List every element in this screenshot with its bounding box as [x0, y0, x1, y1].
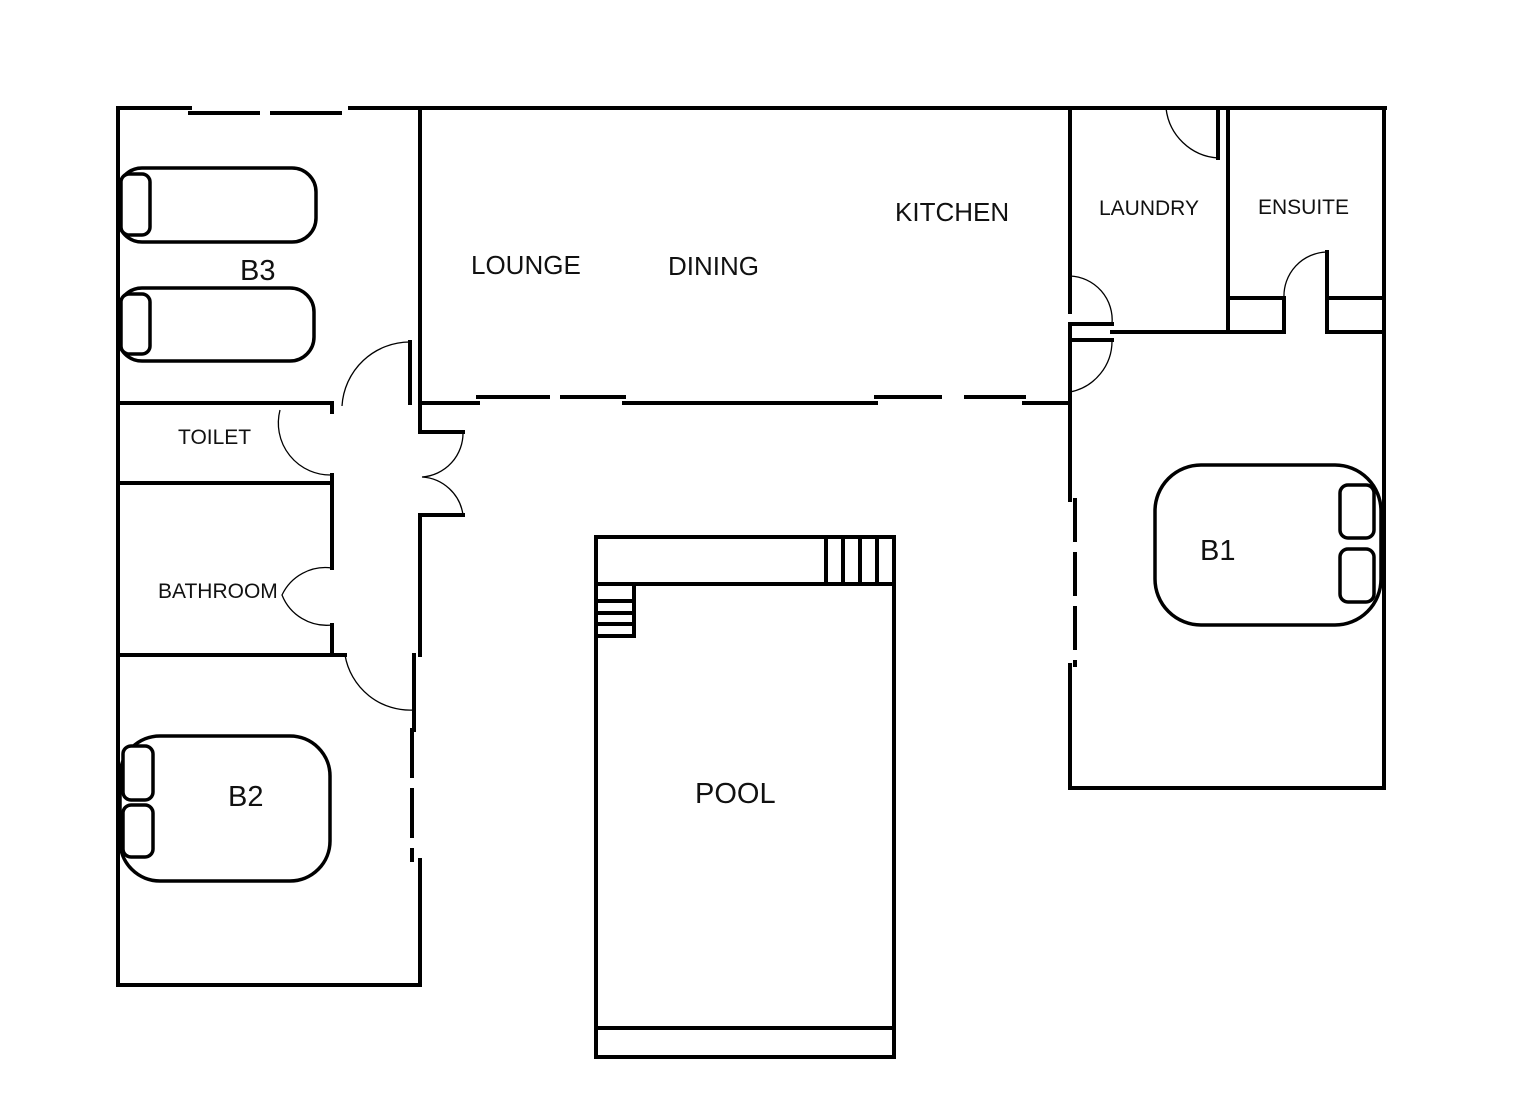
room-label-b3: B3 — [240, 255, 275, 287]
room-label-pool: POOL — [695, 778, 776, 810]
bed-b1 — [1153, 463, 1383, 627]
room-label-b2: B2 — [228, 781, 263, 813]
west-wing-walls — [116, 106, 465, 987]
pool — [594, 535, 896, 1059]
room-label-ensuite: ENSUITE — [1258, 196, 1349, 219]
room-label-dining: DINING — [668, 251, 759, 281]
room-label-b1: B1 — [1200, 535, 1235, 567]
west-wing-doors — [277, 341, 464, 711]
east-wing-walls — [1068, 106, 1386, 790]
room-label-bathroom: BATHROOM — [158, 580, 278, 603]
east-wing-doors — [1069, 107, 1328, 393]
room-label-laundry: LAUNDRY — [1099, 197, 1199, 220]
room-label-lounge: LOUNGE — [471, 250, 581, 280]
living-block-walls — [418, 106, 1387, 405]
room-label-kitchen: KITCHEN — [895, 197, 1009, 227]
bed-b3-top — [116, 166, 318, 244]
bed-b2 — [118, 734, 332, 883]
room-label-toilet: TOILET — [178, 426, 251, 449]
bed-b3-bottom — [116, 286, 316, 363]
